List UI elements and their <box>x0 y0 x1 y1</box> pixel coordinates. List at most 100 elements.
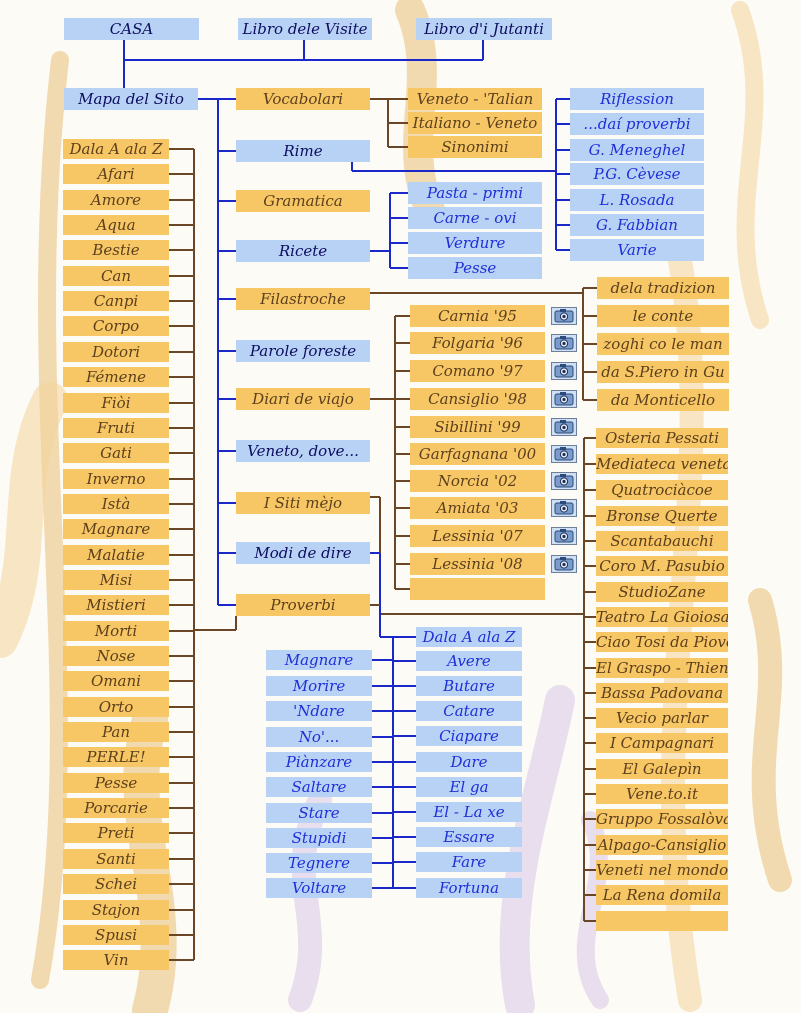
modi-right-item[interactable]: Butare <box>416 676 522 696</box>
proverbi-item[interactable]: Schei <box>63 874 169 894</box>
proverbi-item[interactable]: Malatie <box>63 545 169 565</box>
diari-item[interactable]: Cansiglio '98 <box>410 388 545 410</box>
modi-right-item[interactable]: El ga <box>416 777 522 797</box>
proverbi-item[interactable]: Fiòi <box>63 393 169 413</box>
proverbi-item[interactable]: Misi <box>63 570 169 590</box>
siti-item[interactable]: Veneti nel mondo <box>596 860 728 880</box>
proverbi-item[interactable]: Preti <box>63 823 169 843</box>
main-modi-de-dire[interactable]: Modi de dire <box>236 542 370 564</box>
proverbi-item[interactable]: Canpi <box>63 291 169 311</box>
proverbi-item[interactable]: Stajon <box>63 900 169 920</box>
siti-item[interactable]: Alpago-Cansiglio <box>596 835 728 855</box>
siti-item[interactable]: Teatro La Gioiosa <box>596 607 728 627</box>
modi-left-item[interactable]: Magnare <box>266 650 372 670</box>
nav-casa[interactable]: CASA <box>64 18 199 40</box>
modi-right-item[interactable]: El - La xe <box>416 802 522 822</box>
main-filastroche[interactable]: Filastroche <box>236 288 370 310</box>
modi-right-item[interactable]: Essare <box>416 827 522 847</box>
proverbi-item[interactable]: Corpo <box>63 316 169 336</box>
modi-left-item[interactable]: Voltare <box>266 878 372 898</box>
siti-item[interactable]: Coro M. Pasubio <box>596 556 728 576</box>
proverbi-item[interactable]: Pan <box>63 722 169 742</box>
camera-icon[interactable] <box>551 555 577 573</box>
main-proverbi[interactable]: Proverbi <box>236 594 370 616</box>
modi-right-item[interactable]: Ciapare <box>416 726 522 746</box>
vocabolari-item[interactable]: Italiano - Veneto <box>408 112 542 134</box>
siti-item[interactable]: Vecio parlar <box>596 708 728 728</box>
modi-left-item[interactable]: Stare <box>266 803 372 823</box>
diari-item[interactable]: Folgaria '96 <box>410 332 545 354</box>
modi-right-item[interactable]: Dala A ala Z <box>416 627 522 647</box>
siti-item[interactable]: Bronse Querte <box>596 506 728 526</box>
ricete-item[interactable]: Carne - ovi <box>408 207 542 229</box>
proverbi-item[interactable]: Omani <box>63 671 169 691</box>
vocabolari-item[interactable]: Veneto - 'Talian <box>408 88 542 110</box>
modi-left-item[interactable]: Saltare <box>266 777 372 797</box>
main-vocabolari[interactable]: Vocabolari <box>236 88 370 110</box>
siti-item[interactable]: Scantabauchi <box>596 531 728 551</box>
modi-left-item[interactable]: Stupidi <box>266 828 372 848</box>
siti-item[interactable]: La Rena domila <box>596 885 728 905</box>
siti-item[interactable]: Ciao Tosi da Piove <box>596 632 728 652</box>
proverbi-item[interactable]: Porcarie <box>63 798 169 818</box>
rime-item[interactable]: ...daí proverbi <box>570 113 704 135</box>
modi-right-item[interactable]: Fare <box>416 852 522 872</box>
ricete-item[interactable]: Pasta - primi <box>408 182 542 204</box>
proverbi-item[interactable]: Bestie <box>63 240 169 260</box>
proverbi-item[interactable]: Mistieri <box>63 595 169 615</box>
siti-item[interactable]: Bassa Padovana <box>596 683 728 703</box>
main-parole-foreste[interactable]: Parole foreste <box>236 340 370 362</box>
nav-libro-visite[interactable]: Libro dele Visite <box>238 18 372 40</box>
sitemap-root[interactable]: Mapa del Sito <box>64 88 198 110</box>
camera-icon[interactable] <box>551 418 577 436</box>
diari-item[interactable]: Lessinia '07 <box>410 525 545 547</box>
diari-item[interactable]: Garfagnana '00 <box>410 443 545 465</box>
filastroche-item[interactable]: le conte <box>597 305 729 327</box>
diari-item[interactable] <box>410 578 545 600</box>
nav-libro-jutanti[interactable]: Libro d'i Jutanti <box>416 18 552 40</box>
diari-item[interactable]: Amiata '03 <box>410 497 545 519</box>
rime-item[interactable]: P.G. Cèvese <box>570 163 704 185</box>
siti-item[interactable]: El Galepìn <box>596 759 728 779</box>
diari-item[interactable]: Norcia '02 <box>410 470 545 492</box>
main-gramatica[interactable]: Gramatica <box>236 190 370 212</box>
siti-item[interactable]: Mediateca veneta <box>596 454 728 474</box>
proverbi-item[interactable]: Spusi <box>63 925 169 945</box>
proverbi-item[interactable]: Can <box>63 266 169 286</box>
siti-item[interactable]: Quatrociàcoe <box>596 480 728 500</box>
modi-right-item[interactable]: Dare <box>416 752 522 772</box>
siti-item[interactable]: I Campagnari <box>596 733 728 753</box>
siti-item[interactable]: StudioZane <box>596 582 728 602</box>
proverbi-item[interactable]: Amore <box>63 190 169 210</box>
diari-item[interactable]: Lessinia '08 <box>410 553 545 575</box>
proverbi-item[interactable]: Santi <box>63 849 169 869</box>
filastroche-item[interactable]: zoghi co le man <box>597 333 729 355</box>
proverbi-item[interactable]: Inverno <box>63 469 169 489</box>
modi-right-item[interactable]: Catare <box>416 701 522 721</box>
siti-item[interactable]: Osteria Pessati <box>596 428 728 448</box>
modi-left-item[interactable]: 'Ndare <box>266 701 372 721</box>
proverbi-item[interactable]: PERLE! <box>63 747 169 767</box>
proverbi-item[interactable]: Nose <box>63 646 169 666</box>
filastroche-item[interactable]: dela tradizion <box>597 277 729 299</box>
proverbi-item[interactable]: Dotori <box>63 342 169 362</box>
vocabolari-item[interactable]: Sinonimi <box>408 136 542 158</box>
rime-item[interactable]: Varie <box>570 239 704 261</box>
diari-item[interactable]: Comano '97 <box>410 360 545 382</box>
proverbi-item[interactable]: Afari <box>63 164 169 184</box>
main-diari-de-viajo[interactable]: Diari de viajo <box>236 388 370 410</box>
rime-item[interactable]: Riflession <box>570 88 704 110</box>
siti-item[interactable]: Vene.to.it <box>596 784 728 804</box>
ricete-item[interactable]: Pesse <box>408 257 542 279</box>
filastroche-item[interactable]: da Monticello <box>597 389 729 411</box>
camera-icon[interactable] <box>551 307 577 325</box>
proverbi-item[interactable]: Magnare <box>63 519 169 539</box>
proverbi-item[interactable]: Gati <box>63 443 169 463</box>
modi-right-item[interactable]: Fortuna <box>416 878 522 898</box>
proverbi-item[interactable]: Aqua <box>63 215 169 235</box>
camera-icon[interactable] <box>551 334 577 352</box>
rime-item[interactable]: G. Fabbian <box>570 214 704 236</box>
proverbi-item[interactable]: Vin <box>63 950 169 970</box>
rime-item[interactable]: G. Meneghel <box>570 139 704 161</box>
camera-icon[interactable] <box>551 390 577 408</box>
